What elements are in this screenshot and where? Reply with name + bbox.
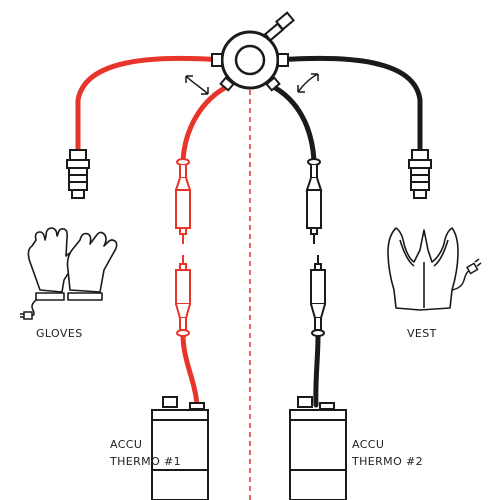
swap-arrow-icon-right (297, 73, 319, 93)
label-gloves: GLOVES (36, 327, 83, 340)
black-lower-connector (310, 255, 326, 337)
black-cable-down (267, 82, 317, 163)
red-cable-thermo1 (180, 332, 200, 408)
battery-icon-thermo2 (289, 396, 347, 500)
vest-icon (387, 227, 459, 311)
black-cable-vest (275, 55, 423, 153)
red-cable-gloves (75, 55, 225, 153)
plug-icon-vest (466, 258, 482, 275)
label-thermo2-line1: ACCU (352, 438, 384, 451)
red-upper-connector (174, 158, 192, 244)
vest-plug-connector (408, 149, 432, 199)
black-upper-connector (305, 158, 323, 244)
black-cable-thermo2 (313, 332, 321, 408)
vest-cord (451, 269, 471, 291)
label-thermo1-line1: ACCU (110, 438, 142, 451)
label-thermo2-line2: THERMO #2 (351, 455, 423, 468)
gloves-plug-connector (66, 149, 90, 199)
red-cable-down (180, 82, 233, 163)
swap-arrow-icon-left (185, 75, 209, 95)
battery-icon-thermo1 (151, 396, 209, 500)
label-vest: VEST (407, 327, 437, 340)
red-lower-connector (175, 255, 191, 337)
label-thermo1-line2: THERMO #1 (109, 455, 181, 468)
plug-icon-gloves (20, 311, 33, 320)
gloves-icon (27, 227, 118, 301)
junction-hub-icon (211, 11, 295, 92)
